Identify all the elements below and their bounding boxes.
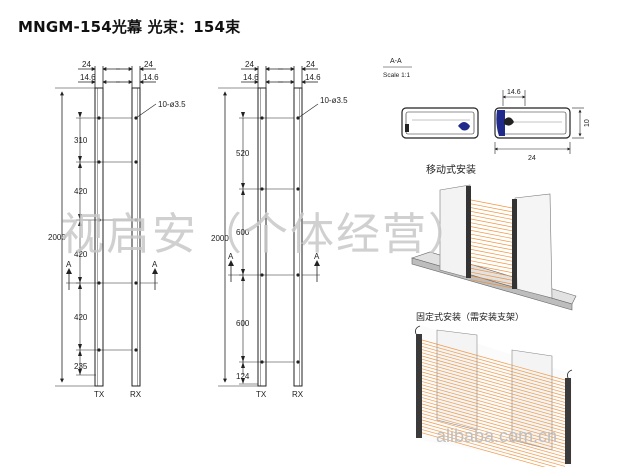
light-beam (470, 249, 513, 258)
light-beam (421, 362, 566, 403)
left-hole-label: 10-ø3.5 (158, 100, 186, 109)
section-width-bottom: 24 (528, 155, 536, 162)
light-beam (470, 252, 513, 262)
right-section-a2: A (314, 252, 320, 261)
light-beam (421, 406, 566, 448)
right-drawing (218, 66, 320, 387)
light-beam (421, 368, 566, 410)
right-label-tx: TX (256, 390, 267, 399)
right-dim-146-a: 14.6 (243, 73, 259, 82)
light-beam (421, 365, 566, 406)
right-spacing-2: 600 (236, 228, 250, 237)
light-beam (421, 422, 566, 464)
light-beam (421, 413, 566, 454)
light-beam (470, 203, 513, 213)
light-beam (470, 275, 513, 285)
right-section-a: A (228, 252, 234, 261)
light-beam (470, 226, 513, 235)
light-beam (421, 426, 566, 467)
light-beam (421, 429, 558, 467)
left-dim-146-b: 14.6 (143, 73, 159, 82)
light-beam (470, 256, 513, 266)
fixed-install-label: 固定式安装（需安装支架） (416, 311, 524, 322)
left-spacing-2: 420 (74, 187, 88, 196)
section-height: 10 (584, 119, 591, 127)
light-beam (470, 260, 513, 270)
light-beam (421, 419, 566, 461)
right-hole-label: 10-ø3.5 (320, 96, 348, 105)
light-beam (421, 432, 546, 467)
light-beam (421, 390, 566, 432)
light-beam (421, 416, 566, 458)
light-beam (421, 410, 566, 451)
light-beam (421, 394, 566, 435)
light-beam (421, 384, 566, 426)
light-beam (421, 397, 566, 438)
light-beam (421, 378, 566, 419)
right-dim-24-a: 24 (245, 60, 254, 69)
left-holes (97, 116, 138, 352)
light-beam (470, 241, 513, 251)
page-title: MNGM-154光幕 光束：154束 (18, 18, 241, 36)
left-dim-146-a: 14.6 (80, 73, 96, 82)
left-dim-24-b: 24 (144, 60, 153, 69)
light-beam (470, 218, 513, 228)
right-dim-146-b: 14.6 (305, 73, 321, 82)
left-label-rx: RX (130, 390, 142, 399)
left-drawing (55, 66, 158, 387)
left-height: 2000 (48, 233, 66, 242)
right-dim-24-b: 24 (306, 60, 315, 69)
light-beam (470, 237, 513, 247)
left-section-a2: A (152, 260, 158, 269)
light-beam (470, 271, 513, 281)
mobile-install-label: 移动式安装 (426, 163, 476, 176)
left-spacing-4: 420 (74, 313, 88, 322)
light-beam (421, 400, 566, 442)
right-height: 2000 (211, 234, 229, 243)
left-spacing-1: 310 (74, 136, 88, 145)
mobile-install-illustration: 移动式安装 (410, 163, 577, 311)
left-section-a: A (66, 260, 72, 269)
light-beam (421, 355, 566, 397)
section-scale: Scale 1:1 (383, 72, 410, 79)
light-beam (421, 403, 566, 445)
right-holes (260, 116, 300, 364)
left-label-tx: TX (94, 390, 105, 399)
watermark-site: alibaba.com.cn (436, 426, 558, 446)
light-beam (470, 245, 513, 254)
light-beam (421, 349, 566, 390)
light-beam (470, 207, 513, 216)
fixed-install-illustration: 固定式安装（需安装支架） (415, 311, 573, 467)
watermark: 视启安（个体经营） (60, 209, 474, 260)
light-beam (421, 381, 566, 422)
light-beam (470, 230, 513, 239)
light-beam (470, 264, 513, 273)
right-label-rx: RX (292, 390, 304, 399)
light-beam (470, 233, 513, 243)
light-beam (470, 199, 513, 209)
light-beam (421, 346, 566, 387)
light-beam (421, 339, 566, 381)
left-spacing-5: 235 (74, 362, 88, 371)
right-spacing-3: 600 (236, 319, 250, 328)
light-beam (470, 211, 513, 220)
light-beam (421, 358, 566, 400)
light-beam (470, 268, 513, 277)
light-beam (421, 374, 566, 416)
light-beam (421, 342, 566, 384)
right-spacing-4: 124 (236, 372, 250, 381)
light-beam (470, 222, 513, 232)
right-spacing-1: 520 (236, 149, 250, 158)
section-title: A-A (390, 58, 402, 65)
left-dim-24-a: 24 (82, 60, 91, 69)
light-beam (421, 371, 566, 413)
light-beam (421, 387, 566, 429)
section-width-top: 14.6 (507, 89, 521, 96)
section-view: A-A Scale 1:1 14.6 10 24 (383, 58, 591, 162)
left-spacing-3: 420 (74, 250, 88, 259)
light-beam (421, 352, 566, 394)
light-beam (470, 214, 513, 224)
light-beam (470, 279, 513, 289)
